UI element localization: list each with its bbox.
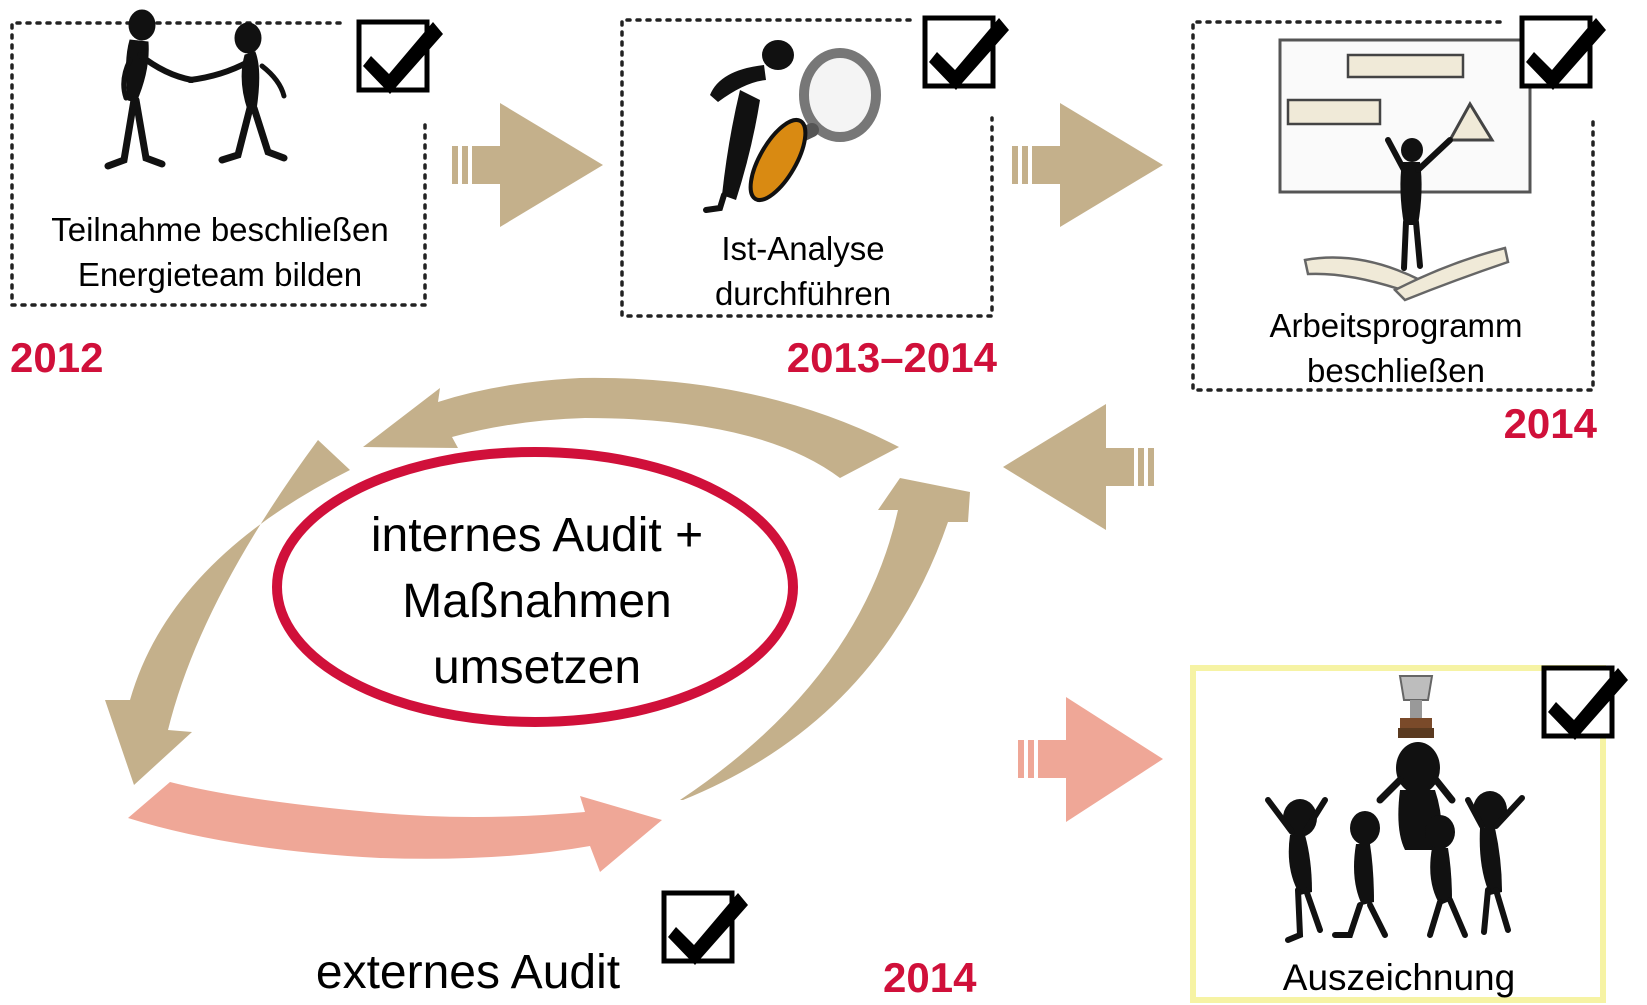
- arrow-team-to-analysis: [452, 103, 603, 227]
- step-program-frame: [1191, 20, 1595, 392]
- external-audit-label: externes Audit: [316, 946, 620, 999]
- step-team: Teilnahme beschließen Energieteam bilden…: [10, 9, 443, 381]
- checkbox-check-icon: [1522, 18, 1606, 90]
- step-team-year: 2012: [10, 334, 103, 381]
- center-audit: internes Audit + Maßnahmen umsetzen: [272, 447, 798, 727]
- step-team-frame: [10, 21, 427, 307]
- step-program-line2: beschließen: [1307, 352, 1485, 389]
- step-analysis-line2: durchführen: [715, 275, 891, 312]
- center-line2: Maßnahmen: [402, 575, 671, 628]
- step-analysis-year: 2013–2014: [787, 334, 998, 381]
- step-analysis: Ist-Analyse durchführen 2013–2014: [620, 18, 1009, 381]
- center-line1: internes Audit +: [371, 509, 703, 562]
- checkbox-check-icon: [1544, 668, 1628, 740]
- center-line3: umsetzen: [433, 641, 641, 694]
- cycle-arrow-bottom: [128, 782, 662, 872]
- step-analysis-line1: Ist-Analyse: [721, 230, 884, 267]
- checkbox-check-icon: [664, 893, 748, 965]
- checkbox-check-icon: [359, 22, 443, 94]
- cycle-arrow-left: [105, 440, 350, 785]
- cycle-arrow-right: [680, 478, 970, 800]
- step-team-line1: Teilnahme beschließen: [51, 211, 389, 248]
- handshake-figures-icon: [104, 9, 288, 170]
- step-program-year: 2014: [1504, 400, 1598, 447]
- step-analysis-frame: [620, 18, 994, 318]
- external-audit: externes Audit 2014: [316, 893, 977, 1001]
- award-box: Auszeichnung: [1190, 665, 1628, 1003]
- celebration-trophy-icon: [1265, 675, 1525, 943]
- cycle-arrows: [105, 377, 970, 872]
- arrow-analysis-to-program: [1012, 103, 1163, 227]
- step-team-line2: Energieteam bilden: [78, 256, 362, 293]
- arrow-cycle-to-award: [1018, 697, 1163, 822]
- checkbox-check-icon: [925, 18, 1009, 90]
- step-program: Arbeitsprogramm beschließen 2014: [1191, 18, 1606, 447]
- magnifier-figure-icon: [703, 40, 881, 213]
- award-label: Auszeichnung: [1283, 957, 1515, 998]
- step-program-line1: Arbeitsprogramm: [1269, 307, 1522, 344]
- arrow-program-to-cycle: [1003, 404, 1154, 530]
- external-audit-year: 2014: [883, 954, 977, 1001]
- presentation-board-icon: [1278, 38, 1532, 302]
- center-ellipse: [272, 447, 798, 727]
- cycle-arrow-top: [363, 377, 899, 478]
- award-frame: [1190, 665, 1606, 1003]
